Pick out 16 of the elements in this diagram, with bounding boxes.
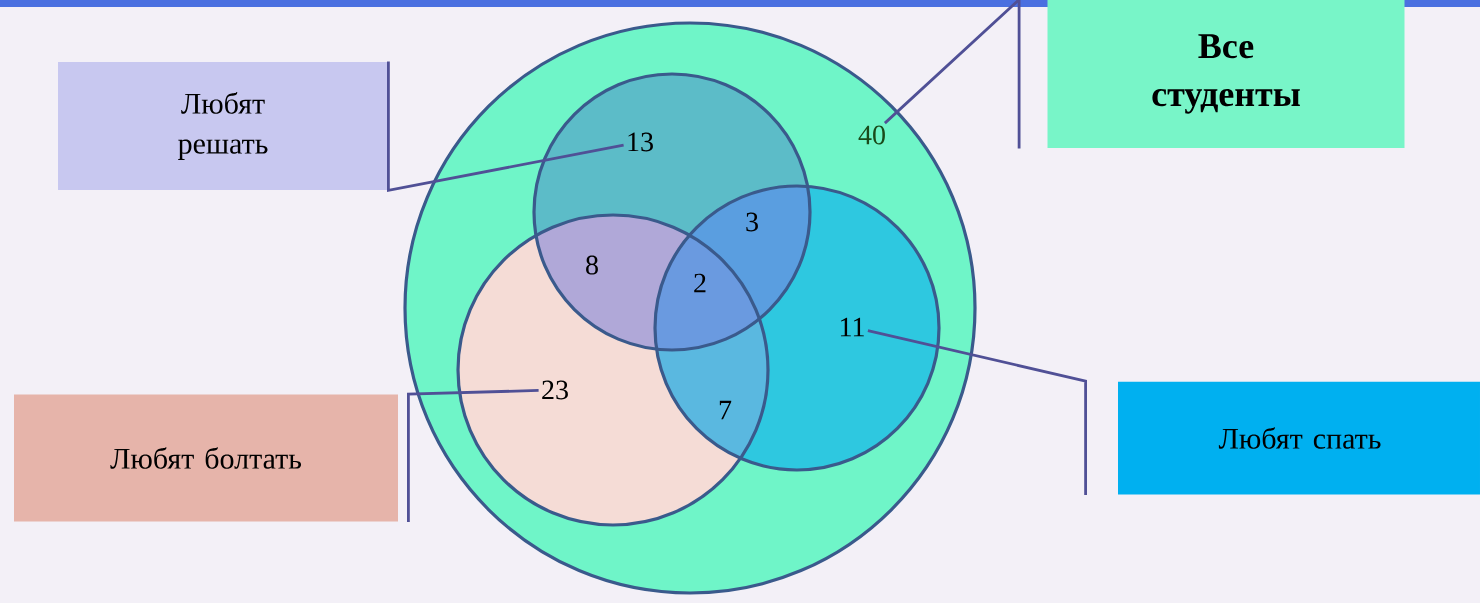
- label-box: Все студенты: [1047, 0, 1405, 148]
- region-count: 2: [694, 273, 706, 293]
- region-count: 11: [840, 317, 864, 337]
- region-count: 8: [586, 255, 598, 275]
- leader-line: [867, 329, 1087, 495]
- leader-line: [883, 0, 1021, 149]
- label-box: Любят болтать: [14, 394, 398, 522]
- region-count: 13: [628, 132, 653, 152]
- region-count: 7: [719, 400, 732, 420]
- leader-line: [387, 61, 624, 193]
- region-count: 23: [542, 380, 568, 400]
- label-box: Любят спать: [1118, 381, 1480, 495]
- region-count: 3: [746, 212, 758, 232]
- leader-line: [407, 389, 539, 522]
- label-box: Любят решать: [58, 62, 388, 190]
- region-count: 40: [858, 125, 885, 145]
